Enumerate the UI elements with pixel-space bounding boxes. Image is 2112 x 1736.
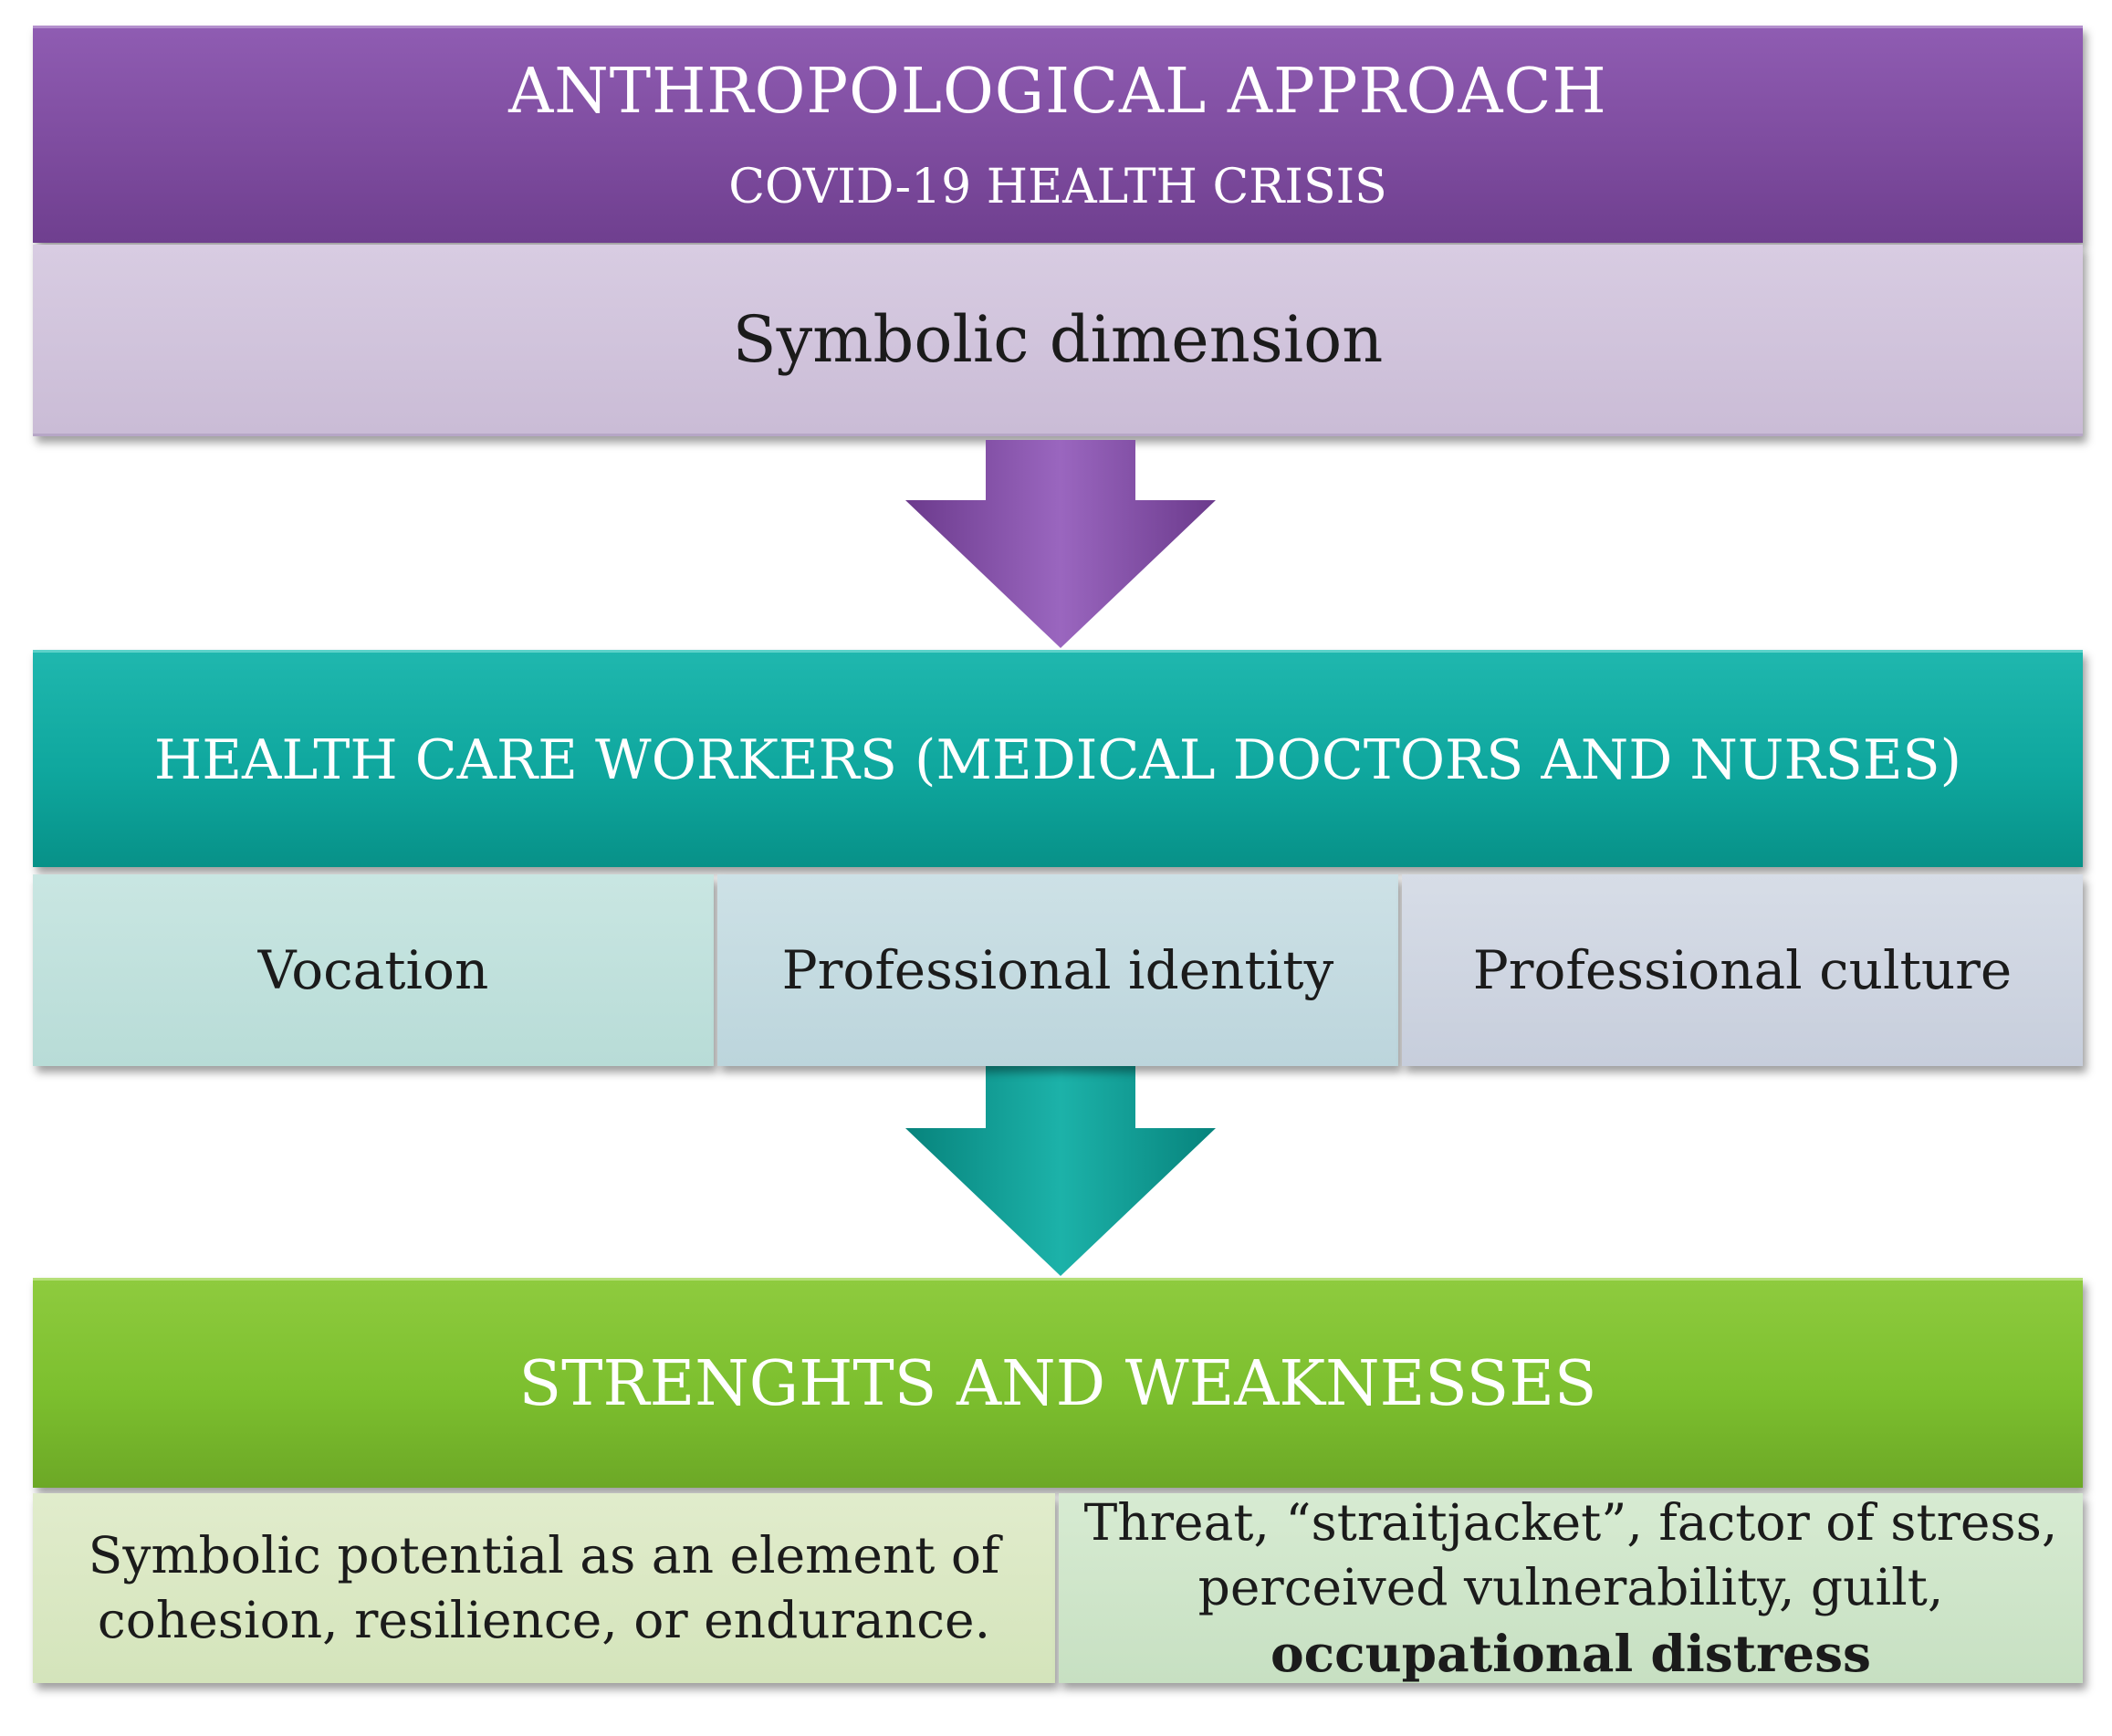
arrow-shape-1 [905, 440, 1216, 648]
workers-text: HEALTH CARE WORKERS (MEDICAL DOCTORS AND… [153, 727, 1962, 792]
vocation-text: Vocation [257, 939, 489, 1001]
arrow-shape-2 [905, 1066, 1216, 1276]
strengths-weaknesses-box: STRENGHTS AND WEAKNESSES [33, 1278, 2083, 1488]
dimension-text: Symbolic dimension [732, 301, 1384, 377]
anthropological-approach-box: ANTHROPOLOGICAL APPROACH COVID-19 HEALTH… [33, 26, 2083, 243]
vocation-cell: Vocation [33, 874, 714, 1066]
professional-culture-text: Professional culture [1472, 939, 2013, 1001]
outcome-text: STRENGHTS AND WEAKNESSES [518, 1347, 1597, 1420]
professional-culture-cell: Professional culture [1402, 874, 2083, 1066]
professional-identity-text: Professional identity [781, 939, 1334, 1001]
health-care-workers-box: HEALTH CARE WORKERS (MEDICAL DOCTORS AND… [33, 650, 2083, 867]
weaknesses-cell: Threat, “straitjacket”, factor of stress… [1059, 1493, 2083, 1683]
strengths-cell: Symbolic potential as an element of cohe… [33, 1493, 1055, 1683]
weaknesses-line-2: perceived vulnerability, guilt, [1197, 1558, 1944, 1617]
symbolic-dimension-box: Symbolic dimension [33, 245, 2083, 436]
professional-identity-cell: Professional identity [717, 874, 1398, 1066]
weaknesses-line-1: Threat, “straitjacket”, factor of stress… [1083, 1492, 2058, 1552]
title-text: ANTHROPOLOGICAL APPROACH [508, 55, 1607, 128]
strengths-line-2: cohesion, resilience, or endurance. [97, 1591, 991, 1649]
strengths-line-1: Symbolic potential as an element of [88, 1525, 1000, 1584]
weaknesses-line-3: occupational distress [1270, 1623, 1871, 1683]
subtitle-text: COVID-19 HEALTH CRISIS [728, 159, 1387, 214]
